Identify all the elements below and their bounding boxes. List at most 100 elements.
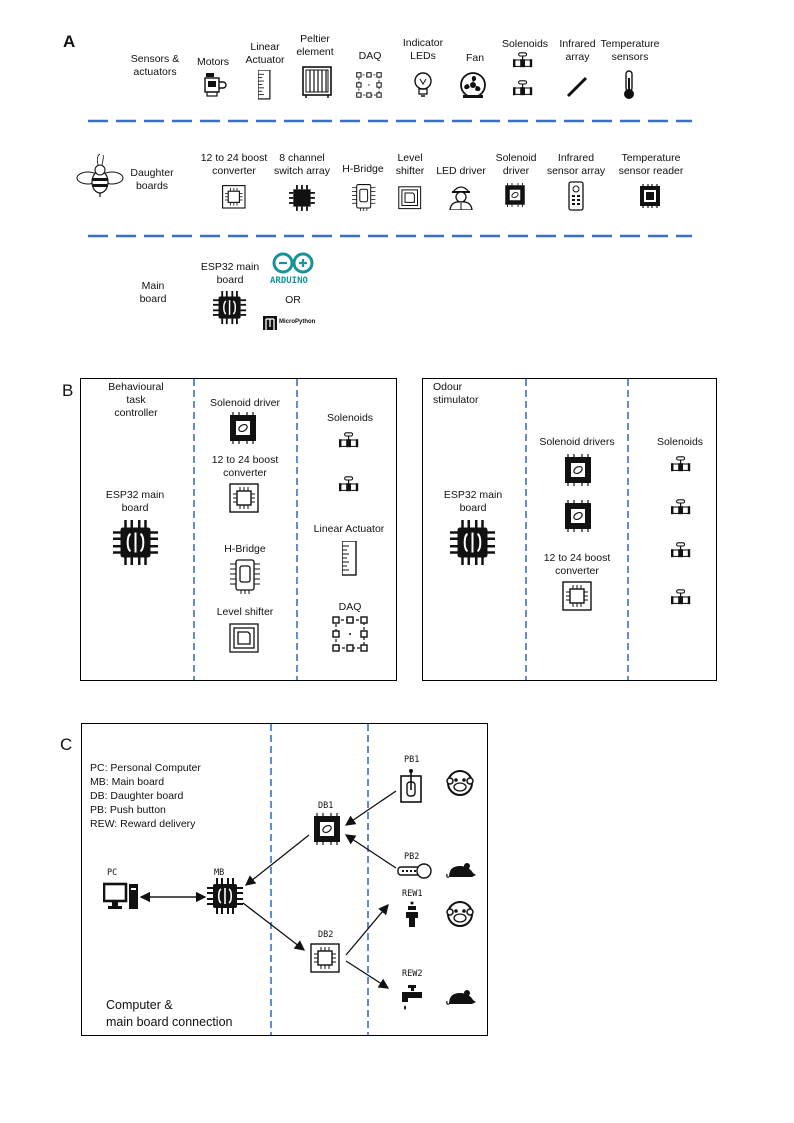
push-button-icon [397,863,432,879]
connection-box [81,723,488,1036]
legend-db: DB: Daughter board [90,790,184,802]
linear-actuator-icon [258,70,271,100]
legend-mb: MB: Main board [90,776,165,788]
behavioural-task-box [80,378,397,681]
pb2-label: PB2 [404,852,420,862]
connection-arrows [139,790,397,989]
b-h-bridge-icon [230,559,260,594]
row2-title: Daughter boards [130,167,174,192]
b-left-esp32-chip-icon [113,520,159,566]
boost-converter-icon [222,185,246,209]
pb1-label: PB1 [404,755,420,765]
behavioural-task-title: Behavioural task controller [108,381,164,419]
panel-a-label: A [63,32,76,51]
panel-b-label: B [62,381,74,400]
monkey-icon-1 [446,770,474,796]
odour-stimulator-title: Odour stimulator [433,381,479,406]
temperature-sensors-label: Temperature sensors [600,38,660,63]
infrared-sensor-array-icon [568,181,584,211]
b-solenoid-driver-icon [229,412,257,444]
reward-tap-icon [402,985,422,1010]
b-right-esp32-label: ESP32 main board [443,489,503,514]
b-left-esp32-label: ESP32 main board [105,489,165,514]
solenoid-driver-icon [504,183,526,208]
row3-title: Main board [139,280,167,305]
separator-1 [88,119,692,123]
b-solenoid-driver-icon-2 [564,500,592,532]
peltier-element-icon [302,66,332,98]
b-solenoid-driver-label: Solenoid driver [209,397,281,409]
legend-pc: PC: Personal Computer [90,762,201,774]
daq-icon [356,72,382,98]
led-driver-label: LED driver [436,165,486,177]
peltier-label: Peltier element [296,33,334,58]
b-right-solenoid-icon-4 [671,589,691,605]
b-h-bridge-label: H-Bridge [224,543,266,555]
b-right-divider-1 [525,379,527,680]
arduino-wordmark: ARDUINO [270,276,308,286]
b-solenoids-label: Solenoids [326,412,374,424]
legend-rew: REW: Reward delivery [90,818,196,830]
solenoid-icon-2 [513,80,533,96]
c-divider-2 [367,724,369,1035]
led-bulb-icon [414,72,432,97]
b-solenoid-icon-2 [339,476,359,492]
b-solenoid-drivers-label: Solenoid drivers [539,436,615,448]
rew1-label: REW1 [402,889,423,899]
monkey-icon-2 [446,901,474,927]
fan-icon [460,72,486,98]
legend-pb: PB: Push button [90,804,166,816]
mb-label: MB [214,868,225,878]
computer-icon [103,882,138,909]
h-bridge-icon [352,184,376,211]
b-level-shifter-icon [229,623,259,653]
esp32-chip-icon [213,291,247,325]
temperature-sensor-reader-icon [640,184,660,208]
b-right-esp32-chip-icon [450,520,496,566]
c-divider-1 [270,724,272,1035]
b-boost-converter-label: 12 to 24 boost converter [211,454,279,479]
b-solenoid-driver-icon-1 [564,454,592,486]
separator-2 [88,234,692,238]
or-label: OR [285,294,301,306]
micropython-wordmark: MicroPython [279,319,316,325]
b-left-divider-2 [296,379,298,680]
infrared-sensor-array-label: Infrared sensor array [546,152,606,177]
led-driver-icon [449,186,473,210]
reward-bottle-icon [406,901,418,927]
b-right-solenoid-icon-1 [671,456,691,472]
indicator-leds-label: Indicator LEDs [402,37,444,62]
b-right-solenoid-icon-3 [671,542,691,558]
temperature-sensor-reader-label: Temperature sensor reader [618,152,684,177]
daq-label: DAQ [358,50,382,62]
panel-c-label: C [60,735,73,754]
b-right-boost-converter-label: 12 to 24 boost converter [543,552,611,577]
motors-label: Motors [196,56,230,68]
infrared-array-icon [566,76,588,98]
motor-icon [204,73,227,97]
rew2-label: REW2 [402,969,423,979]
mouse-icon-2 [446,990,476,1005]
solenoid-driver-label: Solenoid driver [495,152,537,177]
b-right-boost-converter-icon [562,581,592,611]
row1-title: Sensors & actuators [130,53,180,78]
b-linear-actuator-icon [342,541,357,576]
b-right-divider-2 [627,379,629,680]
boost-converter-label: 12 to 24 boost converter [200,152,268,177]
odour-stimulator-box [422,378,717,681]
arduino-logo-icon [272,252,314,274]
h-bridge-label: H-Bridge [342,163,384,175]
b-right-solenoid-icon-2 [671,499,691,515]
connection-caption: Computer & main board connection [106,998,233,1029]
db2-label: DB2 [318,930,334,940]
b-boost-converter-icon [229,483,259,513]
fan-label: Fan [465,52,485,64]
b-level-shifter-label: Level shifter [216,606,274,618]
level-shifter-label: Level shifter [395,152,425,177]
push-button-lever-icon [400,769,422,803]
bee-logo-icon [76,153,124,197]
b-solenoid-icon-1 [339,432,359,448]
db1-label: DB1 [318,801,334,811]
linear-actuator-label: Linear Actuator [245,41,285,66]
level-shifter-icon [398,186,422,210]
